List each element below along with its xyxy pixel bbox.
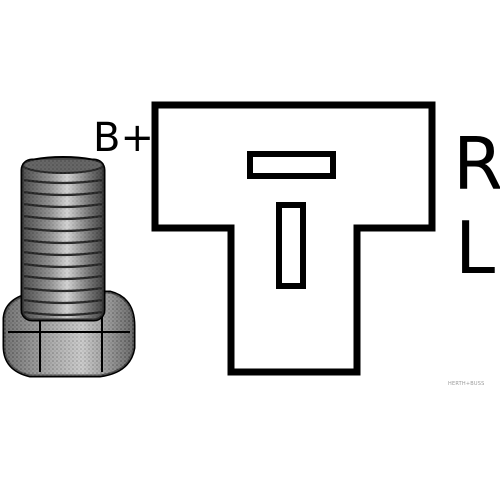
- brand-watermark: HERTH+BUSS: [448, 381, 485, 387]
- t-shaped-connector-icon: [151, 101, 436, 376]
- vertical-terminal-slot: [276, 202, 306, 289]
- label-b-plus: B+: [93, 115, 154, 161]
- label-r: R: [453, 122, 500, 206]
- label-l: L: [455, 206, 496, 290]
- threaded-bolt-icon: [2, 156, 136, 378]
- horizontal-terminal-slot: [247, 151, 336, 179]
